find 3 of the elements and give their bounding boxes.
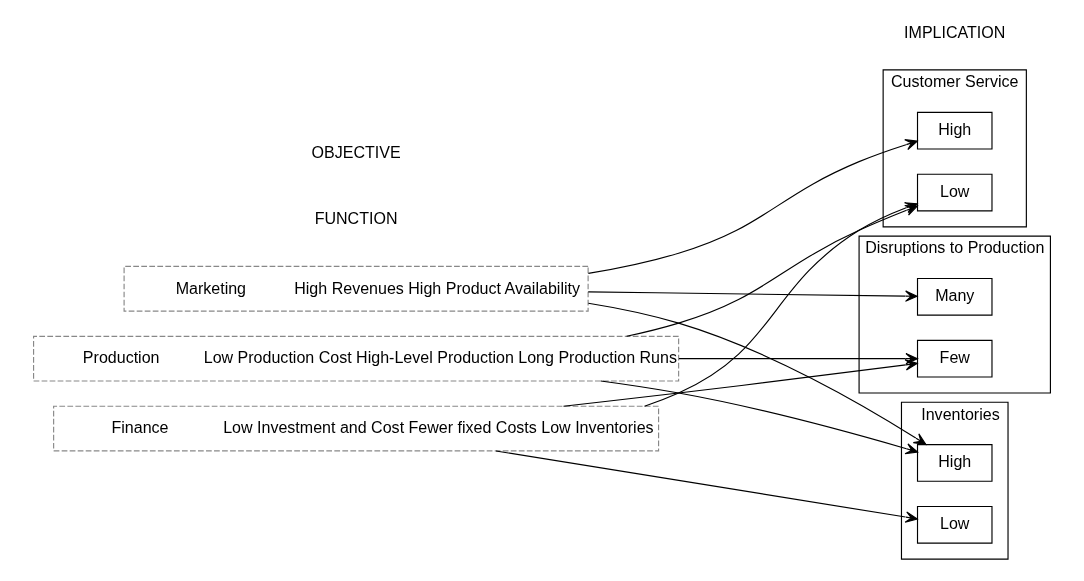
label: FUNCTION — [314, 209, 398, 228]
label: IMPLICATION — [904, 22, 1006, 41]
label: OBJECTIVE — [311, 142, 401, 161]
